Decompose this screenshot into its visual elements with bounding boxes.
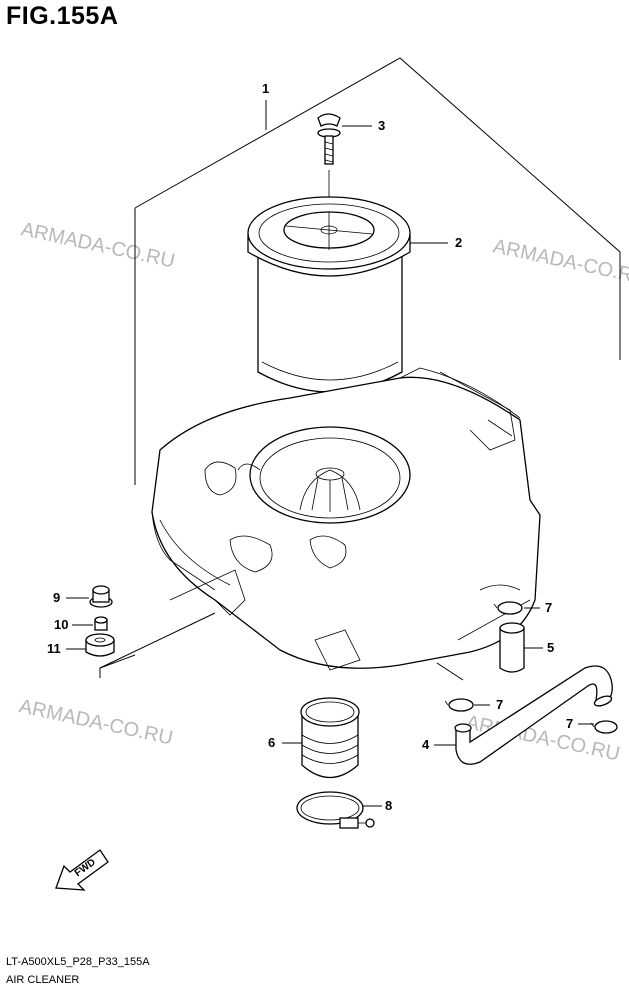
part-11-grommet bbox=[85, 633, 115, 657]
assembly-outline-top bbox=[134, 57, 621, 360]
callout-5: 5 bbox=[547, 640, 554, 655]
part-1-air-cleaner-case bbox=[151, 367, 541, 671]
callout-6: 6 bbox=[268, 735, 275, 750]
assembly-outline-bottom-tick bbox=[436, 662, 464, 681]
part-7-clamp-middle bbox=[444, 698, 474, 712]
part-2-filter-element bbox=[247, 196, 411, 393]
assembly-outline-bracket-line bbox=[99, 612, 216, 669]
callout-9: 9 bbox=[53, 590, 60, 605]
part-9-bolt bbox=[89, 585, 113, 608]
part-6-inlet-duct bbox=[300, 697, 360, 778]
part-8-hose-clamp bbox=[296, 791, 375, 829]
callout-8: 8 bbox=[385, 798, 392, 813]
callout-2: 2 bbox=[455, 235, 462, 250]
callout-1: 1 bbox=[262, 81, 269, 96]
watermark-top-left: ARMADA-CO.RU bbox=[19, 218, 177, 272]
part-4-bent-hose bbox=[454, 665, 613, 765]
callout-4: 4 bbox=[422, 737, 430, 752]
watermark-bottom-left: ARMADA-CO.RU bbox=[17, 695, 175, 749]
callout-7-middle: 7 bbox=[496, 697, 503, 712]
drawing-code: LT-A500XL5_P28_P33_155A bbox=[6, 956, 150, 968]
part-7-clamp-right bbox=[590, 720, 618, 734]
fwd-arrow-icon: FWD bbox=[55, 849, 109, 891]
callout-7-right: 7 bbox=[566, 716, 573, 731]
drawing-name: AIR CLEANER bbox=[6, 974, 80, 986]
callout-7-upper: 7 bbox=[545, 600, 552, 615]
part-5-hose bbox=[499, 622, 525, 673]
callout-11: 11 bbox=[47, 641, 61, 656]
figure-title: FIG.155A bbox=[6, 2, 119, 30]
part-7-clamp-upper bbox=[493, 601, 523, 615]
assembly-outline-lower-left bbox=[99, 654, 136, 678]
part-10-collar bbox=[94, 616, 108, 631]
part-3-wing-bolt bbox=[317, 113, 341, 165]
watermark-top-right: ARMADA-CO.RU bbox=[491, 235, 629, 289]
callout-3: 3 bbox=[378, 118, 385, 133]
callout-10: 10 bbox=[54, 617, 68, 632]
